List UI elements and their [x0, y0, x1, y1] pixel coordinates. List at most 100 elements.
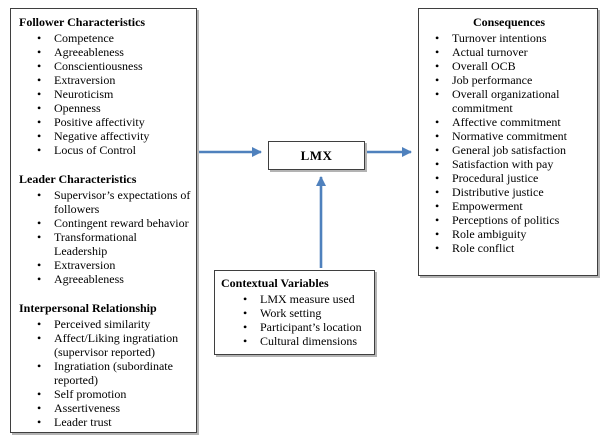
- bullet-icon: •: [37, 115, 42, 129]
- section-title-consequences: Consequences: [472, 15, 545, 29]
- list-item-label: Role ambiguity: [452, 227, 527, 241]
- list-item-label: Neuroticism: [54, 87, 114, 101]
- bullet-icon: •: [37, 415, 42, 429]
- list-item: • Role ambiguity: [435, 227, 591, 241]
- list-item: •Openness: [37, 101, 192, 115]
- list-item: • Extraversion: [37, 258, 192, 272]
- list-item-label: Agreeableness: [54, 45, 124, 59]
- list-item-label: Turnover intentions: [452, 31, 547, 45]
- bullet-icon: •: [243, 320, 248, 334]
- bullet-icon: •: [435, 213, 440, 227]
- list-item-label: Overall OCB: [452, 59, 516, 73]
- bullet-icon: •: [435, 227, 440, 241]
- list-item-label: Supervisor’s expectations of followers: [54, 188, 191, 216]
- list-item-label: LMX measure used: [260, 292, 355, 306]
- list-item: • Perceptions of politics: [435, 213, 591, 227]
- list-item: •Conscientiousness: [37, 59, 192, 73]
- antecedents-box: Follower Characteristics •Competence•Agr…: [10, 8, 197, 433]
- bullet-icon: •: [37, 45, 42, 59]
- list-item: •Transformational Leadership: [37, 230, 192, 258]
- list-item-label: Cultural dimensions: [260, 334, 357, 348]
- list-item: •Normative commitment: [435, 129, 591, 143]
- bullet-icon: •: [243, 306, 248, 320]
- list-item-label: Contingent reward behavior: [54, 216, 189, 230]
- list-item: • Job performance: [435, 73, 591, 87]
- list-item: •Extraversion: [37, 73, 192, 87]
- list-item-label: Locus of Control: [54, 143, 136, 157]
- list-item-label: Role conflict: [452, 241, 515, 255]
- list-item: • Affective commitment: [435, 115, 591, 129]
- list-item-label: Work setting: [260, 306, 322, 320]
- list-item: •Ingratiation (subordinate reported): [37, 359, 192, 387]
- list-item: •General job satisfaction: [435, 143, 591, 157]
- bullet-icon: •: [37, 143, 42, 157]
- bullet-icon: •: [435, 115, 440, 129]
- bullet-icon: •: [37, 59, 42, 73]
- list-item-label: Job performance: [452, 73, 533, 87]
- interpersonal-relationship-section: Interpersonal Relationship •Perceived si…: [19, 301, 192, 429]
- list-item-label: Perceptions of politics: [452, 213, 560, 227]
- list-item: •Affect/Liking ingratiation (supervisor …: [37, 331, 192, 359]
- contextual-variables-list: • LMX measure used • Work setting • Participa…: [221, 292, 370, 348]
- list-item: • Cultural dimensions: [243, 334, 370, 348]
- bullet-icon: •: [243, 292, 248, 306]
- bullet-icon: •: [37, 317, 42, 331]
- list-item-label: Extraversion: [54, 258, 116, 272]
- list-item: • Overall OCB: [435, 59, 591, 73]
- section-title-interpersonal-relationship: Interpersonal Relationship: [19, 301, 157, 315]
- list-item: •Positive affectivity: [37, 115, 192, 129]
- bullet-icon: •: [435, 129, 440, 143]
- interpersonal-relationship-list: •Perceived similarity•Affect/Liking ingr…: [19, 317, 192, 429]
- list-item-label: Ingratiation (subordinate reported): [54, 359, 173, 387]
- bullet-icon: •: [435, 73, 440, 87]
- bullet-icon: •: [243, 334, 248, 348]
- list-item-label: Negative affectivity: [54, 129, 150, 143]
- bullet-icon: •: [37, 387, 42, 401]
- list-item-label: Affective commitment: [452, 115, 561, 129]
- section-title-contextual-variables: Contextual Variables: [221, 276, 329, 290]
- bullet-icon: •: [435, 241, 440, 255]
- bullet-icon: •: [37, 129, 42, 143]
- contextual-variables-box: Contextual Variables • LMX measure used • W…: [214, 270, 375, 355]
- list-item: • Work setting: [243, 306, 370, 320]
- list-item: •Competence: [37, 31, 192, 45]
- list-item: •Assertiveness: [37, 401, 192, 415]
- bullet-icon: •: [435, 87, 440, 101]
- list-item-label: Distributive justice: [452, 185, 544, 199]
- list-item: • Leader trust: [37, 415, 192, 429]
- bullet-icon: •: [37, 31, 42, 45]
- bullet-icon: •: [435, 31, 440, 45]
- list-item-label: Leader trust: [54, 415, 112, 429]
- bullet-icon: •: [37, 272, 42, 286]
- list-item: • Role conflict: [435, 241, 591, 255]
- list-item-label: Transformational Leadership: [54, 230, 137, 258]
- leader-characteristics-list: • Supervisor’s expectations of followers •…: [19, 188, 192, 286]
- section-title-leader-characteristics: Leader Characteristics: [19, 172, 137, 186]
- follower-characteristics-list: •Competence•Agreeableness•Conscientiousn…: [19, 31, 192, 157]
- list-item: • Turnover intentions: [435, 31, 591, 45]
- bullet-icon: •: [435, 171, 440, 185]
- list-item-label: Overall organizational commitment: [452, 87, 560, 115]
- lmx-label: LMX: [300, 147, 333, 163]
- bullet-icon: •: [435, 185, 440, 199]
- bullet-icon: •: [37, 258, 42, 272]
- list-item: • LMX measure used: [243, 292, 370, 306]
- list-item-label: Satisfaction with pay: [452, 157, 554, 171]
- section-title-follower-characteristics: Follower Characteristics: [19, 15, 146, 29]
- bullet-icon: •: [37, 401, 42, 415]
- bullet-icon: •: [37, 216, 42, 230]
- list-item: • Actual turnover: [435, 45, 591, 59]
- list-item: • Participant’s location: [243, 320, 370, 334]
- bullet-icon: •: [435, 143, 440, 157]
- list-item: •Procedural justice: [435, 171, 591, 185]
- list-item-label: Self promotion: [54, 387, 127, 401]
- list-item-label: Affect/Liking ingratiation (supervisor r…: [54, 331, 179, 359]
- list-item-label: Actual turnover: [452, 45, 528, 59]
- bullet-icon: •: [435, 59, 440, 73]
- list-item-label: Participant’s location: [260, 320, 362, 334]
- bullet-icon: •: [37, 188, 42, 202]
- lmx-box: LMX: [268, 141, 365, 170]
- bullet-icon: •: [37, 87, 42, 101]
- bullet-icon: •: [435, 45, 440, 59]
